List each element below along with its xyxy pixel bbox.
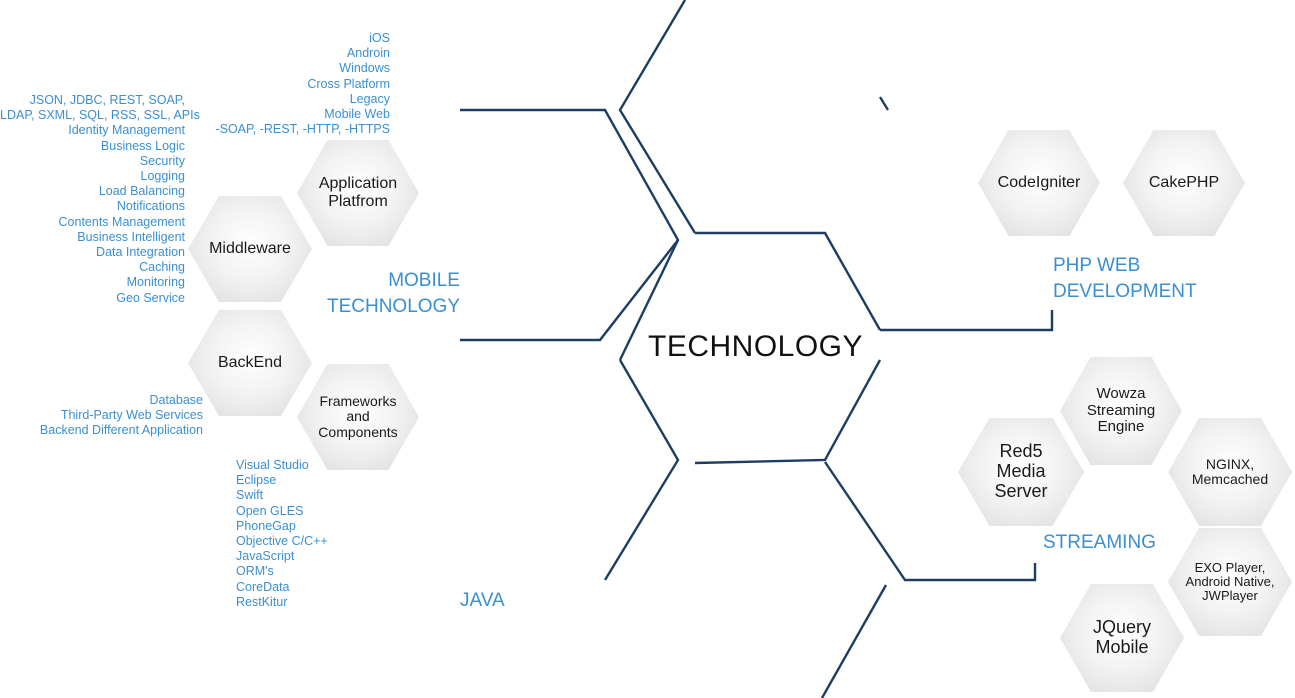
list-item: JavaScript	[236, 549, 295, 564]
center-hex-bottom-left	[603, 359, 680, 581]
center-title: TECHNOLOGY	[648, 330, 864, 363]
list-item: Legacy	[349, 91, 390, 106]
category-streaming: STREAMING	[1043, 532, 1156, 553]
list-item: Identity Management	[68, 123, 185, 138]
list-item: Security	[139, 153, 185, 168]
list-item: Open GLES	[236, 503, 304, 518]
list-item: ORM's	[236, 564, 274, 579]
list-item: LDAP, SXML, SQL, RSS, SSL, APIs	[0, 108, 200, 123]
list-item: -SOAP, -REST, -HTTP, -HTTPS	[215, 122, 390, 137]
center-hex-right	[880, 310, 1054, 332]
hex-application-platform: Application Platfrom	[297, 140, 419, 246]
list-item: Eclipse	[236, 473, 277, 488]
list-item: Androin	[346, 46, 390, 61]
hex-frameworks-components: Frameworks and Components	[297, 364, 419, 470]
list-item: Cross Platform	[307, 76, 390, 91]
list-item: Third-Party Web Services	[60, 408, 203, 423]
center-hex-left	[460, 108, 680, 361]
list-item: Swift	[236, 488, 264, 503]
list-item: Caching	[139, 260, 185, 275]
list-item: JSON, JDBC, REST, SOAP,	[29, 93, 185, 107]
list-item: Windows	[339, 61, 390, 76]
list-item: Notifications	[116, 199, 185, 214]
list-item: Backend Different Application	[39, 423, 203, 438]
list-item: Load Balancing	[98, 184, 185, 199]
list-item: Visual Studio	[236, 458, 309, 472]
hex-wowza: Wowza Streaming Engine	[1060, 357, 1182, 465]
category-php-web-development: PHP WEB DEVELOPMENT	[1053, 255, 1197, 302]
list-item: RestKitur	[236, 594, 288, 609]
category-mobile-technology: MOBILE TECHNOLOGY	[326, 270, 460, 317]
list-item: Database	[149, 393, 203, 407]
category-java: JAVA	[460, 590, 505, 611]
list-item: Contents Management	[58, 214, 185, 229]
streaming-connector	[824, 461, 1037, 582]
list-item: Objective C/C++	[236, 534, 328, 549]
center-hex-left-lower	[460, 239, 679, 342]
hex-red5: Red5 Media Server	[958, 418, 1084, 526]
list-item: Mobile Web	[324, 107, 390, 122]
list-item: Business Intelligent	[77, 229, 185, 244]
center-hex-top-right	[695, 231, 882, 331]
list-item: Monitoring	[126, 275, 185, 290]
bottom-connector	[820, 584, 888, 698]
list-item: Data Integration	[96, 245, 185, 260]
list-item: Geo Service	[116, 290, 185, 305]
center-hex-bottom-right	[694, 359, 882, 465]
top-right-tick	[878, 96, 890, 111]
list-item: Business Logic	[100, 138, 185, 153]
center-hex-top-left	[618, 0, 697, 234]
list-item: iOS	[369, 31, 390, 45]
list-item: CoreData	[236, 579, 290, 594]
list-item: Logging	[140, 169, 186, 184]
list-middleware: JSON, JDBC, REST, SOAP,LDAP, SXML, SQL, …	[0, 93, 200, 306]
list-item: PhoneGap	[236, 518, 296, 533]
hex-cakephp: CakePHP	[1123, 130, 1245, 236]
